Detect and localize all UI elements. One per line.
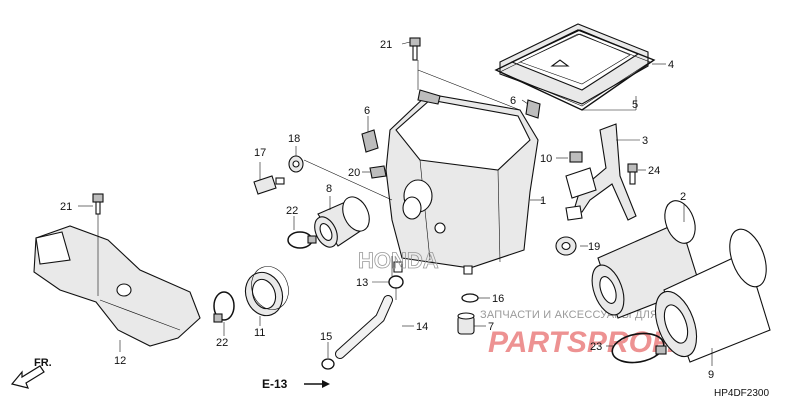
part-6-clip-a bbox=[361, 129, 379, 153]
part-24-screw bbox=[627, 163, 638, 185]
section-reference[interactable]: E-13 bbox=[262, 377, 330, 391]
part-label[interactable]: 18 bbox=[288, 133, 300, 145]
part-8-tube bbox=[314, 196, 370, 248]
section-ref-label[interactable]: E-13 bbox=[262, 377, 288, 391]
part-label[interactable]: 8 bbox=[326, 183, 332, 195]
part-label[interactable]: 21 bbox=[380, 39, 392, 51]
part-20-clip bbox=[369, 165, 387, 179]
front-label: FR. bbox=[34, 357, 52, 369]
part-label[interactable]: 12 bbox=[114, 355, 126, 367]
part-14-drain-tube bbox=[335, 295, 393, 359]
leader-lines bbox=[78, 41, 713, 366]
svg-text:HONDA: HONDA bbox=[358, 248, 439, 273]
part-label[interactable]: 16 bbox=[492, 293, 504, 305]
part-label[interactable]: 4 bbox=[668, 59, 674, 71]
part-label[interactable]: 13 bbox=[356, 277, 368, 289]
part-labels: 1 2 3 4 5 6 6 7 8 9 10 11 12 13 14 15 16… bbox=[60, 39, 714, 381]
part-label[interactable]: 11 bbox=[254, 327, 265, 339]
part-5-gasket bbox=[494, 29, 656, 111]
part-label[interactable]: 23 bbox=[590, 341, 602, 353]
part-label[interactable]: 3 bbox=[642, 135, 648, 147]
part-label[interactable]: 5 bbox=[632, 99, 638, 111]
part-15-clip bbox=[321, 358, 335, 370]
part-3-bracket bbox=[565, 123, 637, 221]
part-label[interactable]: 22 bbox=[216, 337, 228, 349]
part-label[interactable]: 21 bbox=[60, 201, 72, 213]
part-16-clip bbox=[461, 293, 479, 303]
part-12-duct bbox=[33, 225, 201, 347]
part-label[interactable]: 15 bbox=[320, 331, 332, 343]
front-direction-arrow: FR. bbox=[10, 357, 52, 389]
part-label[interactable]: 6 bbox=[510, 95, 516, 107]
part-label[interactable]: 7 bbox=[488, 321, 494, 333]
part-18-grommet bbox=[288, 155, 304, 173]
diagram-code: HP4DF2300 bbox=[714, 388, 769, 399]
part-1-case: HONDA bbox=[358, 89, 539, 275]
part-7-plug bbox=[457, 312, 475, 335]
part-label[interactable]: 1 bbox=[540, 195, 546, 207]
part-label[interactable]: 20 bbox=[348, 167, 360, 179]
part-9-sleeve bbox=[654, 228, 771, 363]
part-21-bolt-top bbox=[409, 37, 421, 61]
part-21-bolt-left bbox=[92, 193, 104, 215]
part-11-boot bbox=[244, 266, 289, 317]
part-label[interactable]: 24 bbox=[648, 165, 660, 177]
part-label[interactable]: 19 bbox=[588, 241, 600, 253]
part-22-clamp-a bbox=[287, 231, 317, 249]
part-label[interactable]: 6 bbox=[364, 105, 370, 117]
part-13-clamp bbox=[388, 275, 404, 289]
part-17-sensor bbox=[253, 175, 285, 195]
part-6-clip-b bbox=[525, 99, 541, 119]
part-label[interactable]: 2 bbox=[680, 191, 686, 203]
part-19-grommet bbox=[555, 236, 577, 256]
part-label[interactable]: 10 bbox=[540, 153, 552, 165]
part-10-nut bbox=[569, 151, 583, 163]
part-22-clamp-b bbox=[213, 291, 235, 323]
part-23-band bbox=[611, 332, 667, 364]
part-label[interactable]: 9 bbox=[708, 369, 714, 381]
part-label[interactable]: 17 bbox=[254, 147, 266, 159]
part-label[interactable]: 14 bbox=[416, 321, 428, 333]
part-label[interactable]: 22 bbox=[286, 205, 298, 217]
